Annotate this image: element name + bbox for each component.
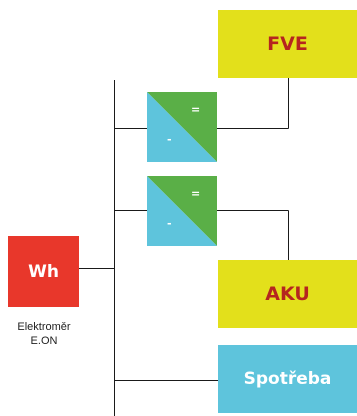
ac-symbol: - xyxy=(167,217,172,230)
dc-symbol: = xyxy=(191,103,201,116)
inverter-2: = - xyxy=(147,176,217,246)
meter-caption-line1: Elektroměr xyxy=(17,321,71,333)
ac-symbol: - xyxy=(167,133,172,146)
fve-block: FVE xyxy=(218,10,357,78)
inverter-2-icon xyxy=(147,176,217,246)
dc-symbol: = xyxy=(191,187,201,200)
fve-label: FVE xyxy=(267,33,308,55)
electricity-meter: Wh xyxy=(8,236,79,307)
meter-caption-line2: E.ON xyxy=(30,335,58,347)
meter-caption: Elektroměr E.ON xyxy=(0,320,88,348)
spotreba-block: Spotřeba xyxy=(218,345,357,413)
inverter-1-icon xyxy=(147,92,217,162)
inverter-1: = - xyxy=(147,92,217,162)
spotreba-label: Spotřeba xyxy=(243,369,332,389)
meter-label: Wh xyxy=(28,261,59,282)
aku-label: AKU xyxy=(265,283,310,305)
aku-block: AKU xyxy=(218,260,357,328)
